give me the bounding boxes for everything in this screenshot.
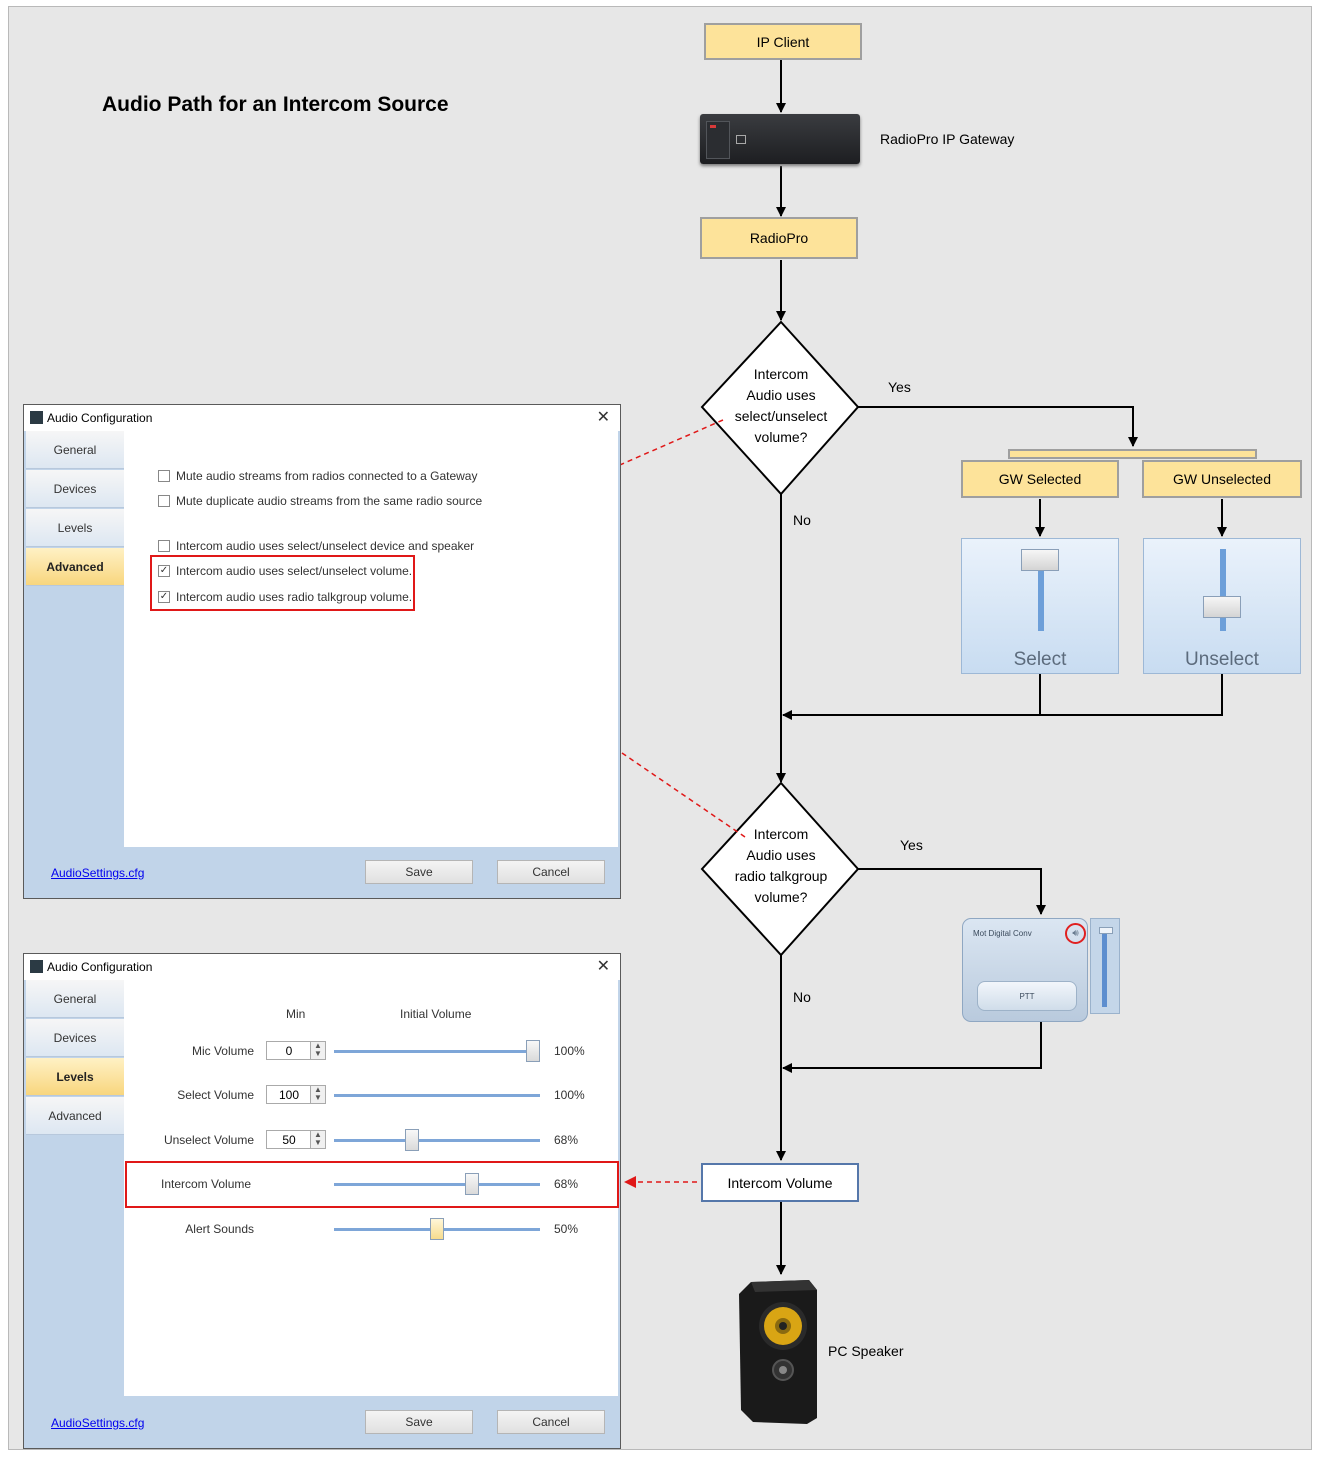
- gateway-device-image: [700, 114, 860, 164]
- spinner-icon[interactable]: ▲▼: [310, 1086, 325, 1103]
- spinner-icon[interactable]: ▲▼: [310, 1131, 325, 1148]
- option-mute-duplicate[interactable]: Mute duplicate audio streams from the sa…: [158, 494, 482, 508]
- mic-volume-track[interactable]: [334, 1050, 540, 1053]
- highlight-intercom-volume: [125, 1161, 619, 1208]
- dialog-title: Audio Configuration: [47, 960, 153, 974]
- tab-levels[interactable]: Levels: [26, 1058, 124, 1096]
- speaker-icon: 🔊︎: [1065, 923, 1086, 944]
- audio-config-dialog-advanced: Audio Configuration ✕ General Devices Le…: [23, 404, 621, 899]
- unselect-volume-track[interactable]: [334, 1139, 540, 1142]
- app-icon: [30, 960, 43, 973]
- tab-devices[interactable]: Devices: [26, 470, 124, 508]
- no-label-1: No: [793, 512, 811, 528]
- cancel-button[interactable]: Cancel: [497, 1410, 605, 1434]
- intercom-volume-track[interactable]: [334, 1183, 540, 1186]
- alert-sounds-label: Alert Sounds: [185, 1222, 254, 1236]
- intercom-volume-percent: 68%: [554, 1177, 579, 1191]
- intercom-volume-label: Intercom Volume: [161, 1177, 252, 1191]
- ip-client-node: IP Client: [704, 23, 862, 60]
- select-slider-knob: [1021, 549, 1059, 571]
- column-initial-volume: Initial Volume: [400, 1007, 472, 1021]
- audio-config-dialog-levels: Audio Configuration ✕ General Devices Le…: [23, 953, 621, 1449]
- unselect-volume-slider[interactable]: [405, 1129, 420, 1151]
- select-volume-track[interactable]: [334, 1094, 540, 1097]
- mic-volume-percent: 100%: [554, 1044, 585, 1058]
- unselect-tile-label: Unselect: [1185, 649, 1259, 670]
- checkbox-checked[interactable]: ✓: [158, 591, 170, 603]
- dialog-title: Audio Configuration: [47, 411, 153, 425]
- select-volume-min[interactable]: 100▲▼: [266, 1085, 326, 1104]
- tab-general[interactable]: General: [26, 980, 124, 1018]
- app-icon: [30, 411, 43, 424]
- unselect-volume-label: Unselect Volume: [163, 1133, 254, 1147]
- alert-sounds-percent: 50%: [554, 1222, 579, 1236]
- column-min: Min: [286, 1007, 306, 1021]
- highlight-volume-options: [150, 555, 415, 611]
- yes-label-2: Yes: [900, 837, 923, 853]
- tab-advanced[interactable]: Advanced: [26, 1097, 124, 1135]
- select-volume-label: Select Volume: [177, 1088, 254, 1102]
- pc-speaker-label: PC Speaker: [828, 1343, 904, 1359]
- mic-volume-label: Mic Volume: [191, 1044, 254, 1058]
- audio-settings-link[interactable]: AudioSettings.cfg: [51, 1416, 145, 1430]
- dialog-titlebar: Audio Configuration ✕: [24, 954, 620, 980]
- save-button[interactable]: Save: [365, 1410, 473, 1434]
- option-select-unselect-volume[interactable]: ✓Intercom audio uses select/unselect vol…: [158, 564, 413, 578]
- settings-tabs: General Devices Levels Advanced: [26, 980, 124, 1136]
- option-select-device-speaker[interactable]: Intercom audio uses select/unselect devi…: [158, 539, 474, 553]
- unselect-volume-percent: 68%: [554, 1133, 579, 1147]
- radio-name: Mot Digital Conv: [973, 929, 1032, 938]
- checkbox-checked[interactable]: ✓: [158, 565, 170, 577]
- radio-volume-slider: [1090, 918, 1120, 1014]
- pc-speaker-image: [739, 1280, 817, 1424]
- gw-selected-node: GW Selected: [961, 460, 1119, 498]
- radio-widget: Mot Digital Conv 🔊︎ PTT: [962, 918, 1088, 1022]
- audio-settings-link[interactable]: AudioSettings.cfg: [51, 866, 145, 880]
- ptt-button: PTT: [977, 981, 1077, 1011]
- cancel-button[interactable]: Cancel: [497, 860, 605, 884]
- gateway-label: RadioPro IP Gateway: [880, 131, 1015, 147]
- tab-advanced[interactable]: Advanced: [26, 548, 124, 586]
- intercom-volume-slider[interactable]: [464, 1173, 479, 1195]
- yes-label-1: Yes: [888, 379, 911, 395]
- tab-devices[interactable]: Devices: [26, 1019, 124, 1057]
- select-volume-tile: Select: [961, 538, 1119, 674]
- unselect-slider-knob: [1203, 596, 1241, 618]
- option-talkgroup-volume[interactable]: ✓Intercom audio uses radio talkgroup vol…: [158, 590, 413, 604]
- select-volume-percent: 100%: [554, 1088, 585, 1102]
- select-tile-label: Select: [1013, 649, 1067, 670]
- intercom-volume-node: Intercom Volume: [701, 1163, 859, 1202]
- close-icon[interactable]: ✕: [596, 958, 610, 975]
- alert-sounds-slider[interactable]: [430, 1218, 444, 1240]
- settings-tabs: General Devices Levels Advanced: [26, 431, 124, 587]
- radiopro-node: RadioPro: [700, 217, 858, 259]
- gw-unselected-node: GW Unselected: [1142, 460, 1302, 498]
- unselect-volume-min[interactable]: 50▲▼: [266, 1130, 326, 1149]
- spinner-icon[interactable]: ▲▼: [310, 1042, 325, 1059]
- close-icon[interactable]: ✕: [596, 409, 610, 426]
- levels-pane: Min Initial Volume Mic Volume 0▲▼ 100% S…: [124, 980, 618, 1396]
- save-button[interactable]: Save: [365, 860, 473, 884]
- no-label-2: No: [793, 989, 811, 1005]
- dialog-titlebar: Audio Configuration ✕: [24, 405, 620, 431]
- checkbox-unchecked[interactable]: [158, 495, 170, 507]
- tab-levels[interactable]: Levels: [26, 509, 124, 547]
- checkbox-unchecked[interactable]: [158, 470, 170, 482]
- diagram-title: Audio Path for an Intercom Source: [102, 93, 449, 116]
- unselect-volume-tile: Unselect: [1143, 538, 1301, 674]
- checkbox-unchecked[interactable]: [158, 540, 170, 552]
- option-mute-gateway[interactable]: Mute audio streams from radios connected…: [158, 469, 477, 483]
- advanced-pane: Mute audio streams from radios connected…: [124, 431, 618, 847]
- mic-volume-slider[interactable]: [526, 1040, 540, 1062]
- mic-volume-min[interactable]: 0▲▼: [266, 1041, 326, 1060]
- tab-general[interactable]: General: [26, 431, 124, 469]
